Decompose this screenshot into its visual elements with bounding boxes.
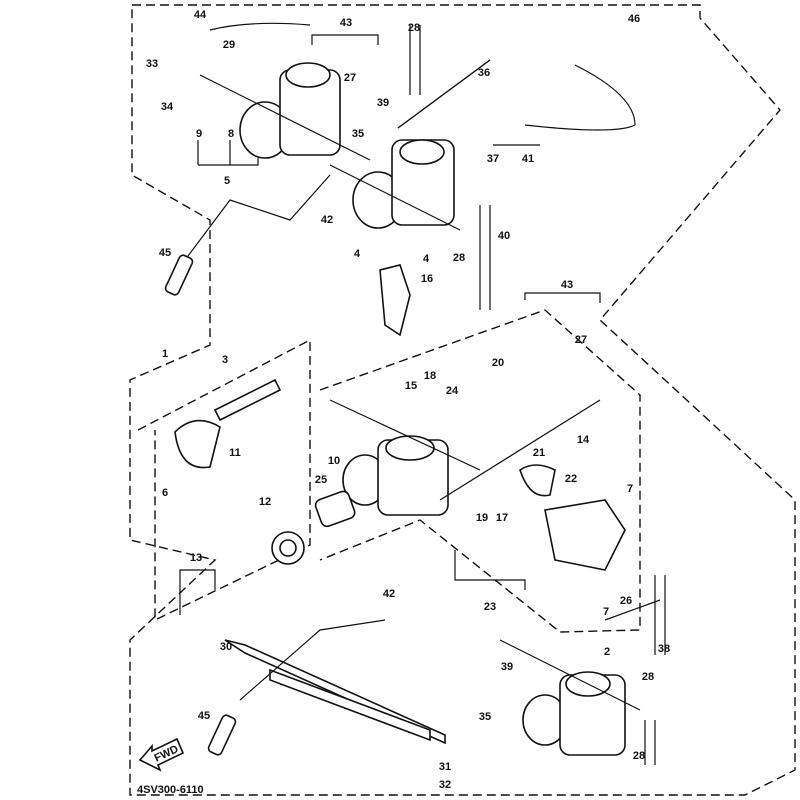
part-label-6: 6 <box>162 487 168 499</box>
part-label-17: 17 <box>496 512 508 524</box>
part-label-45: 45 <box>159 247 171 259</box>
part-label-8: 8 <box>228 128 234 140</box>
part-label-11: 11 <box>229 447 241 459</box>
assembly-outline <box>129 4 796 796</box>
part-label-21: 21 <box>533 447 545 459</box>
part-label-32: 32 <box>439 779 451 791</box>
carburetor-body-center <box>329 399 601 516</box>
part-label-15: 15 <box>405 380 417 392</box>
part-label-28: 28 <box>642 671 654 683</box>
part-label-36: 36 <box>478 67 490 79</box>
part-label-40: 40 <box>498 230 510 242</box>
carburetor-body-bottom-right <box>499 639 641 756</box>
part-label-2: 2 <box>604 646 610 658</box>
part-label-7: 7 <box>627 483 633 495</box>
part-label-27: 27 <box>344 72 356 84</box>
part-label-23: 23 <box>484 601 496 613</box>
part-label-28: 28 <box>633 750 645 762</box>
part-label-46: 46 <box>628 13 640 25</box>
carburetor-body-top-left <box>199 62 371 161</box>
part-label-1: 1 <box>162 348 168 360</box>
leader-lines <box>179 34 601 615</box>
part-label-30: 30 <box>220 641 232 653</box>
part-label-34: 34 <box>161 101 174 113</box>
part-label-12: 12 <box>259 496 271 508</box>
hoses-and-cables <box>164 22 666 765</box>
part-label-43: 43 <box>340 17 352 29</box>
part-label-20: 20 <box>492 357 504 369</box>
part-label-29: 29 <box>223 39 235 51</box>
part-label-7: 7 <box>603 606 609 618</box>
part-label-37: 37 <box>487 153 499 165</box>
part-label-38: 38 <box>658 643 670 655</box>
diaphragm-cover <box>174 378 626 571</box>
part-label-4: 4 <box>423 253 430 265</box>
part-label-25: 25 <box>315 474 327 486</box>
part-label-33: 33 <box>146 58 158 70</box>
part-label-3: 3 <box>222 354 228 366</box>
part-label-18: 18 <box>424 370 436 382</box>
part-label-31: 31 <box>439 761 451 773</box>
part-label-22: 22 <box>565 473 577 485</box>
part-label-26: 26 <box>620 595 632 607</box>
fwd-arrow-badge: FWD <box>138 737 185 772</box>
part-label-28: 28 <box>453 252 465 264</box>
part-label-43: 43 <box>561 279 573 291</box>
part-label-39: 39 <box>377 97 389 109</box>
part-label-13: 13 <box>190 552 202 564</box>
part-label-9: 9 <box>196 128 202 140</box>
part-label-14: 14 <box>577 434 590 446</box>
carburetor-body-top-right <box>329 139 461 231</box>
part-label-39: 39 <box>501 661 513 673</box>
part-label-5: 5 <box>224 175 230 187</box>
part-label-44: 44 <box>194 9 207 21</box>
part-label-19: 19 <box>476 512 488 524</box>
drawing-code: 4SV300-6110 <box>137 784 204 796</box>
part-label-42: 42 <box>383 588 395 600</box>
part-label-4: 4 <box>354 248 361 260</box>
part-label-10: 10 <box>328 455 340 467</box>
part-label-27: 27 <box>575 334 587 346</box>
part-label-24: 24 <box>446 385 459 397</box>
part-label-28: 28 <box>408 22 420 34</box>
part-label-35: 35 <box>352 128 364 140</box>
part-label-16: 16 <box>421 273 433 285</box>
part-label-41: 41 <box>522 153 534 165</box>
part-label-45: 45 <box>198 710 210 722</box>
part-label-42: 42 <box>321 214 333 226</box>
part-label-35: 35 <box>479 711 491 723</box>
